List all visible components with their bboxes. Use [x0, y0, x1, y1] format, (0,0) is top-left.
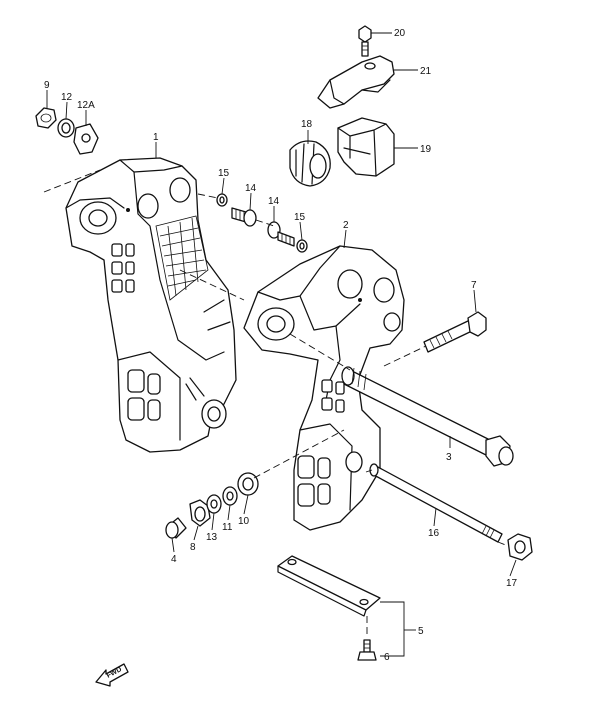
part-9-nut [35, 107, 57, 129]
callout-16: 16 [428, 528, 440, 539]
callout-1: 1 [153, 132, 159, 143]
callout-15-upper: 15 [218, 168, 230, 179]
callout-21: 21 [420, 66, 432, 77]
callout-3: 3 [446, 452, 452, 463]
part-18-cap [289, 140, 331, 187]
part-11-washer [222, 486, 238, 506]
callout-2: 2 [343, 220, 349, 231]
callout-14-upper: 14 [245, 183, 257, 194]
callout-10: 10 [238, 516, 250, 527]
part-5-plate [277, 555, 381, 617]
part-6-screw [357, 639, 377, 661]
callout-12a: 12A [77, 100, 95, 111]
part-15-washer-lower [296, 239, 308, 253]
fwd-arrow-icon: FWD [95, 663, 129, 687]
part-3-tilt-shaft [341, 366, 514, 467]
callout-5: 5 [418, 626, 424, 637]
callout-7: 7 [471, 280, 477, 291]
part-7-bolt [423, 311, 487, 353]
callout-13: 13 [206, 532, 218, 543]
part-17-nut [507, 533, 533, 561]
callout-8: 8 [190, 542, 196, 553]
part-15-washer-upper [216, 193, 228, 207]
callout-12: 12 [61, 92, 73, 103]
callout-15-lower: 15 [294, 212, 306, 223]
callout-11: 11 [222, 522, 233, 533]
part-12a-plate [73, 123, 99, 155]
part-10-washer [237, 472, 259, 496]
part-1-left-bracket [65, 157, 237, 453]
part-8-nut [189, 499, 211, 527]
part-14-bolt-lower [267, 221, 295, 247]
part-14-bolt-upper [231, 207, 257, 227]
callout-20: 20 [394, 28, 406, 39]
callout-17: 17 [506, 578, 518, 589]
part-4-bushing [165, 517, 187, 539]
callout-18: 18 [301, 119, 313, 130]
callout-labels: 20 21 18 19 9 12 12A 1 15 14 14 15 2 7 3… [44, 28, 518, 663]
part-19-clamp-block [337, 117, 395, 177]
callout-14-lower: 14 [268, 196, 280, 207]
callout-6: 6 [384, 652, 390, 663]
part-13-washer [206, 494, 222, 514]
part-2-right-bracket [243, 245, 405, 531]
part-21-cover [317, 55, 395, 109]
callout-19: 19 [420, 144, 432, 155]
callout-4: 4 [171, 554, 177, 565]
assembly-dashed-lines [43, 169, 509, 638]
callout-9: 9 [44, 80, 50, 91]
leader-lines [46, 32, 517, 657]
part-12-washer [57, 118, 75, 138]
part-20-bolt [358, 25, 372, 57]
